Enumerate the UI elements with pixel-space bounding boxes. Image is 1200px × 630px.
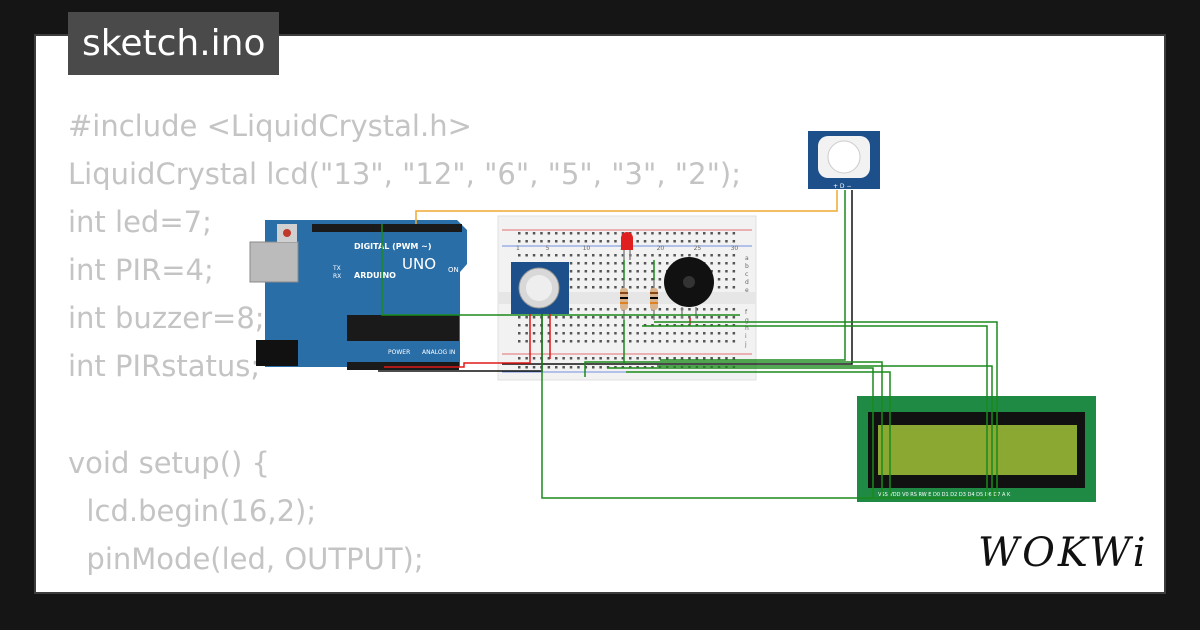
- resistor-1[interactable]: [620, 280, 628, 320]
- code-line: int PIR=4;: [68, 253, 214, 288]
- wire-pir-vcc: [660, 190, 846, 361]
- breadboard-column-number: 5: [546, 245, 550, 252]
- wire-digital-bus: [381, 224, 740, 316]
- breadboard-row-letter: j: [744, 341, 747, 348]
- breadboard-row-letter: e: [745, 287, 749, 294]
- piezo-buzzer[interactable]: [664, 257, 714, 318]
- power-jack: [256, 340, 298, 366]
- wire-pir-gnd: [502, 190, 853, 365]
- code-editor: #include <LiquidCrystal.h> LiquidCrystal …: [68, 102, 741, 592]
- code-line: #include <LiquidCrystal.h>: [68, 109, 472, 143]
- wire-lcd-d5: [626, 371, 891, 498]
- breadboard-column-number: 25: [694, 245, 702, 252]
- potentiometer[interactable]: [511, 262, 569, 314]
- pir-motion-sensor[interactable]: + D −: [808, 131, 880, 190]
- breadboard-row-letter: a: [745, 255, 749, 262]
- wire-pir-signal: [415, 190, 838, 224]
- code-line: void setup() {: [68, 445, 270, 480]
- breadboard-row-letter: f: [745, 309, 748, 316]
- wire-lcd-d4: [607, 367, 874, 498]
- wire-5v: [384, 314, 531, 368]
- preview-card: #include <LiquidCrystal.h> LiquidCrystal …: [34, 34, 1166, 594]
- code-line: LiquidCrystal lcd("13", "12", "6", "5", …: [68, 157, 741, 192]
- power-analog-header: [347, 362, 459, 370]
- on-led-label: ON: [448, 266, 459, 274]
- pir-pin-labels: + D −: [833, 183, 852, 190]
- analog-label: ANALOG IN: [422, 349, 455, 356]
- tx-label: TX: [332, 265, 341, 272]
- breadboard-column-number: 20: [657, 245, 665, 252]
- atmega-chip: [347, 315, 459, 341]
- code-line: int buzzer=8;: [68, 301, 265, 336]
- breadboard-column-number: 1: [516, 245, 520, 252]
- breadboard-row-letter: c: [745, 271, 748, 278]
- breadboard-row-letter: b: [745, 263, 749, 270]
- digital-label: DIGITAL (PWM ~): [354, 242, 432, 251]
- breadboard-row-letter: g: [745, 317, 749, 324]
- wire-lcd-rs: [541, 314, 988, 499]
- wires: [378, 190, 998, 499]
- resistor-2[interactable]: [650, 280, 658, 320]
- code-line: int led=7;: [68, 205, 212, 240]
- sketch-title: sketch.ino: [68, 12, 280, 75]
- wire-lcd-d6: [654, 321, 998, 498]
- code-line: pinMode(buzzer, OUTPUT);: [68, 583, 741, 592]
- code-line: int PIRstatus;: [68, 349, 261, 384]
- power-label: POWER: [388, 349, 410, 356]
- breadboard-row-letter: i: [745, 333, 747, 340]
- code-line: lcd.begin(16,2);: [68, 493, 317, 528]
- arduino-brand-label: ARDUINO: [354, 271, 396, 280]
- arduino-uno-board[interactable]: DIGITAL (PWM ~) UNO ARDUINO ON TX RX POW…: [249, 220, 467, 370]
- breadboard-column-number: 30: [731, 245, 739, 252]
- red-led[interactable]: [621, 232, 633, 260]
- breadboard-column-number: 10: [583, 245, 591, 252]
- breadboard-row-letter: d: [745, 279, 749, 286]
- lcd-16x2[interactable]: VSS VDD V0 RS RW E D0 D1 D2 D3 D4 D5 D6 …: [857, 396, 1096, 502]
- digital-header: [312, 224, 462, 232]
- lcd-pin-labels: VSS VDD V0 RS RW E D0 D1 D2 D3 D4 D5 D6 …: [878, 492, 1011, 498]
- code-line: pinMode(led, OUTPUT);: [68, 541, 424, 576]
- usb-port: [249, 241, 299, 283]
- rx-label: RX: [333, 273, 341, 280]
- wokwi-logo[interactable]: WOKWi: [978, 530, 1149, 576]
- breadboard-row-letter: h: [745, 325, 749, 332]
- wire-lcd-e: [584, 361, 883, 498]
- uno-label: UNO: [402, 255, 436, 273]
- wire-lcd-d7: [657, 365, 993, 498]
